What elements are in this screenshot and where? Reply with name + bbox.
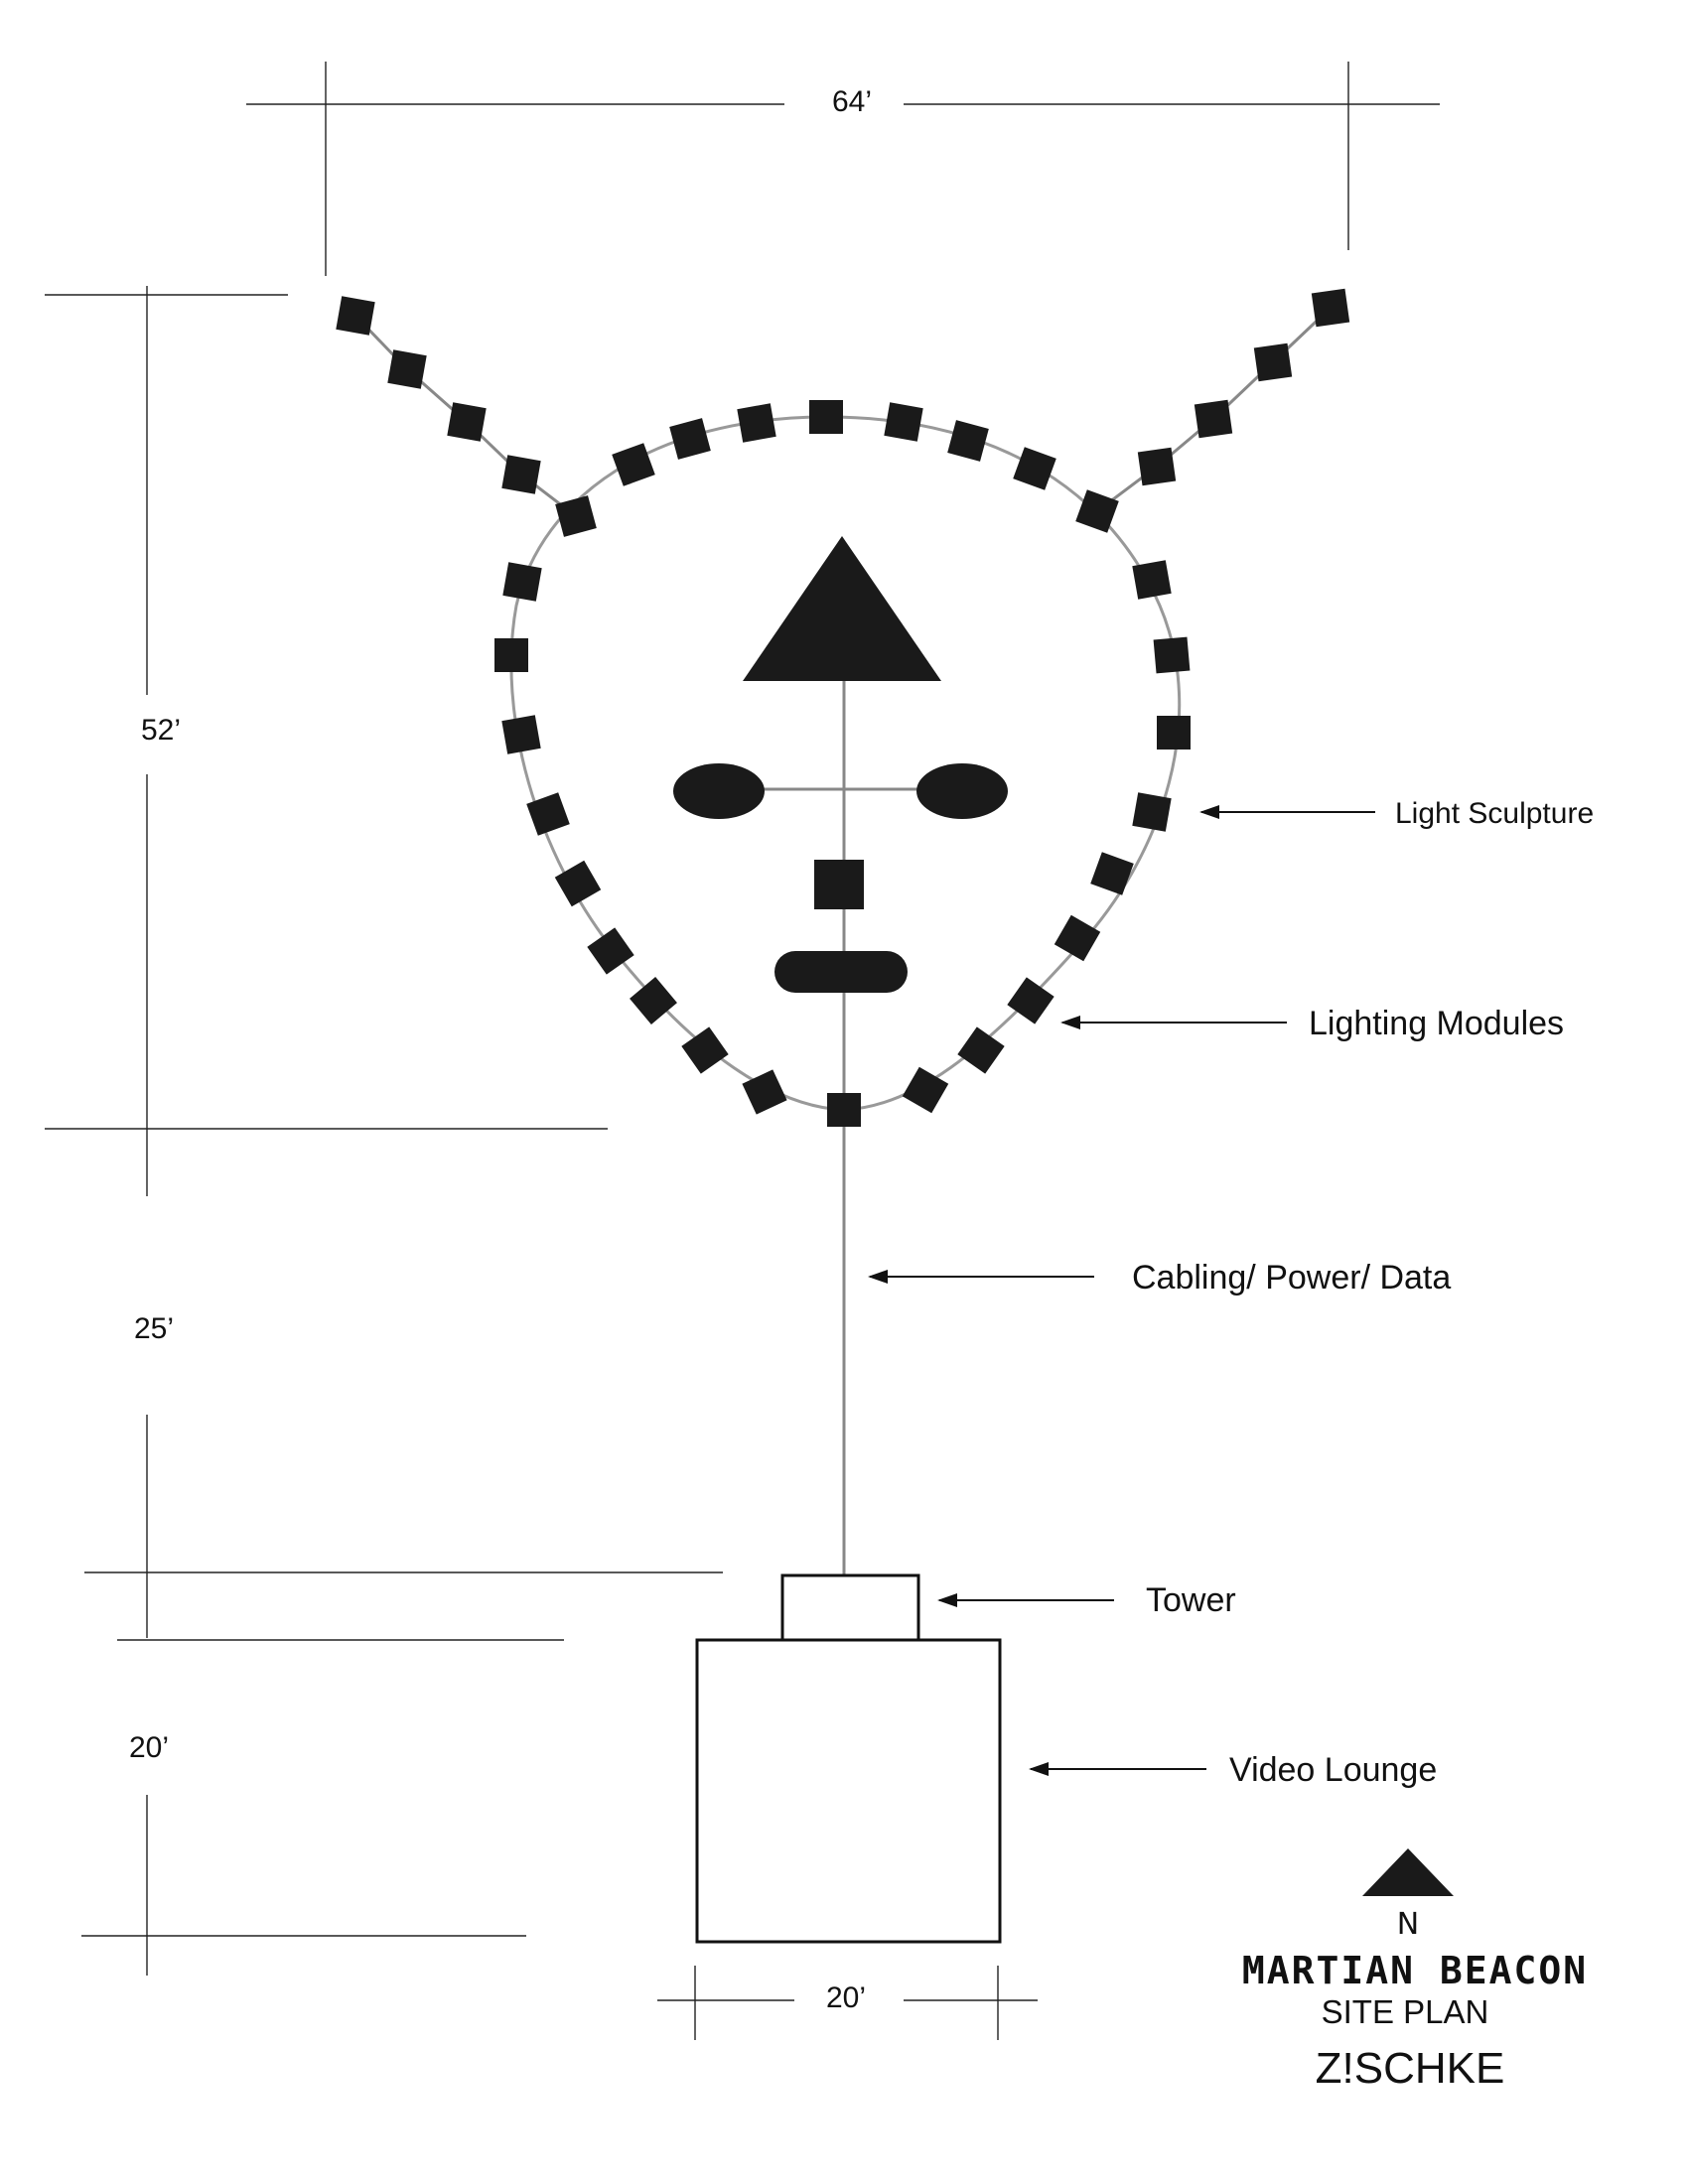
callout-cabling: Cabling/ Power/ Data (868, 1259, 1451, 1297)
dimension-label-lounge-width: 20’ (826, 1981, 866, 2014)
callout-lighting-modules: Lighting Modules (1060, 1005, 1564, 1042)
lighting-module (1090, 852, 1134, 895)
lighting-module (1132, 560, 1172, 600)
lighting-module (1157, 716, 1191, 750)
lighting-module (554, 860, 602, 907)
lighting-module (902, 1066, 949, 1114)
drawing-title: MARTIAN BEACON (1242, 1949, 1588, 1992)
lighting-module (809, 400, 843, 434)
dimension-bottom-width: 20’ (657, 1966, 1038, 2040)
lighting-module (501, 715, 541, 754)
mouth (774, 951, 908, 993)
tower (780, 1573, 920, 1642)
callout-video-lounge: Video Lounge (1029, 1751, 1437, 1789)
callout-tower: Tower (937, 1581, 1236, 1619)
lighting-module (669, 418, 711, 460)
lighting-module (884, 402, 923, 442)
lighting-module (957, 1026, 1005, 1074)
lighting-module (1153, 636, 1191, 674)
lighting-module (1007, 977, 1055, 1024)
head-triangle (743, 536, 941, 681)
dimension-label-sculpture-height: 52’ (141, 714, 181, 747)
lighting-module (502, 562, 542, 602)
lighting-module (447, 402, 487, 442)
north-arrow-icon (1362, 1848, 1454, 1896)
lighting-module (1132, 792, 1172, 832)
lighting-module (737, 403, 776, 443)
lighting-module (555, 495, 597, 537)
dimension-label-top-width: 64’ (832, 85, 872, 118)
label-light-sculpture: Light Sculpture (1395, 797, 1594, 830)
lighting-module (587, 927, 634, 975)
lighting-module (1311, 288, 1350, 328)
label-lighting-modules: Lighting Modules (1309, 1005, 1564, 1042)
label-video-lounge: Video Lounge (1229, 1751, 1437, 1789)
dimension-label-cable-length: 25’ (134, 1312, 174, 1345)
lighting-modules (336, 288, 1350, 1127)
lighting-module (526, 792, 570, 836)
north-arrow: N (1362, 1848, 1454, 1942)
lighting-module (827, 1093, 861, 1127)
lighting-module (336, 296, 375, 336)
lighting-module (612, 443, 655, 486)
video-lounge (695, 1638, 1002, 1944)
label-tower: Tower (1146, 1581, 1236, 1619)
lighting-module (1253, 342, 1293, 382)
dimension-left-vertical: 52’ 25’ 20’ (45, 286, 723, 1976)
lighting-module (1194, 399, 1233, 439)
drawing-author: Z!SCHKE (1316, 2044, 1505, 2093)
left-eye (673, 763, 765, 819)
nose-module (814, 860, 864, 909)
lighting-module (1075, 489, 1119, 533)
north-label: N (1397, 1907, 1419, 1942)
label-cabling: Cabling/ Power/ Data (1132, 1259, 1451, 1297)
lighting-module (630, 977, 677, 1024)
right-eye (916, 763, 1008, 819)
drawing-subtitle: SITE PLAN (1322, 1993, 1489, 2030)
lighting-module (1137, 447, 1177, 486)
lighting-module (501, 455, 541, 494)
lighting-module (742, 1069, 787, 1115)
callout-light-sculpture: Light Sculpture (1199, 797, 1594, 830)
lighting-module (1054, 914, 1101, 962)
lighting-module (947, 420, 989, 462)
title-block: MARTIAN BEACON SITE PLAN Z!SCHKE (1242, 1949, 1588, 2093)
lighting-module (1013, 447, 1056, 490)
dimension-top-width: 64’ (246, 62, 1440, 276)
dimension-label-lounge-height: 20’ (129, 1731, 169, 1764)
lighting-module (681, 1026, 729, 1074)
lighting-module (387, 349, 427, 389)
lighting-module (494, 638, 528, 672)
